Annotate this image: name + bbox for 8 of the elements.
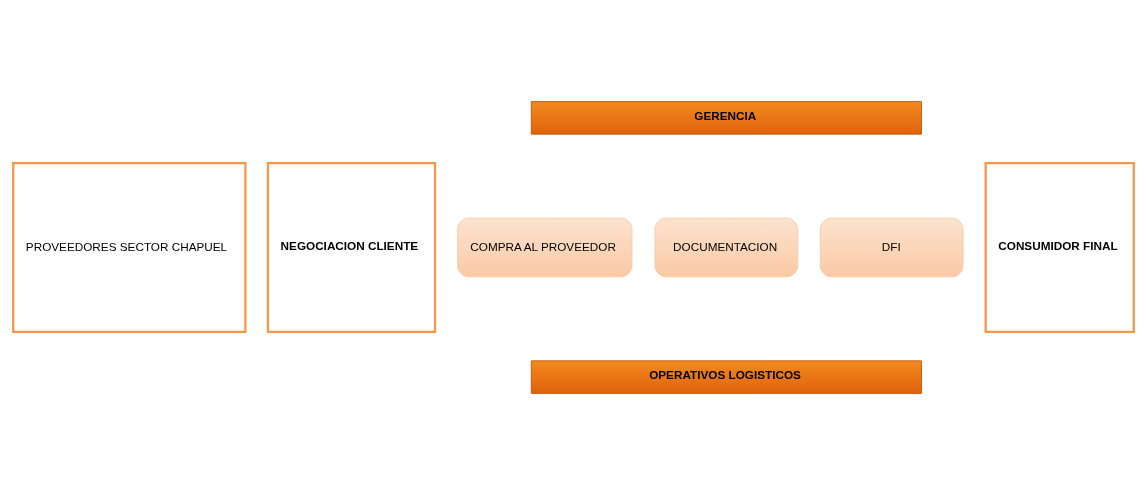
node-box: NEGOCIACION CLIENTE bbox=[266, 161, 437, 333]
node-box: PROVEEDORES SECTOR CHAPUEL bbox=[12, 161, 247, 333]
node-box: COMPRA AL PROVEEDOR bbox=[457, 217, 633, 277]
node-box: DFI bbox=[819, 217, 964, 277]
node-box: OPERATIVOS LOGISTICOS bbox=[530, 359, 922, 394]
node-box: CONSUMIDOR FINAL bbox=[984, 161, 1135, 333]
node-box: DOCUMENTACION bbox=[654, 217, 799, 277]
node-box: GERENCIA bbox=[530, 100, 922, 135]
